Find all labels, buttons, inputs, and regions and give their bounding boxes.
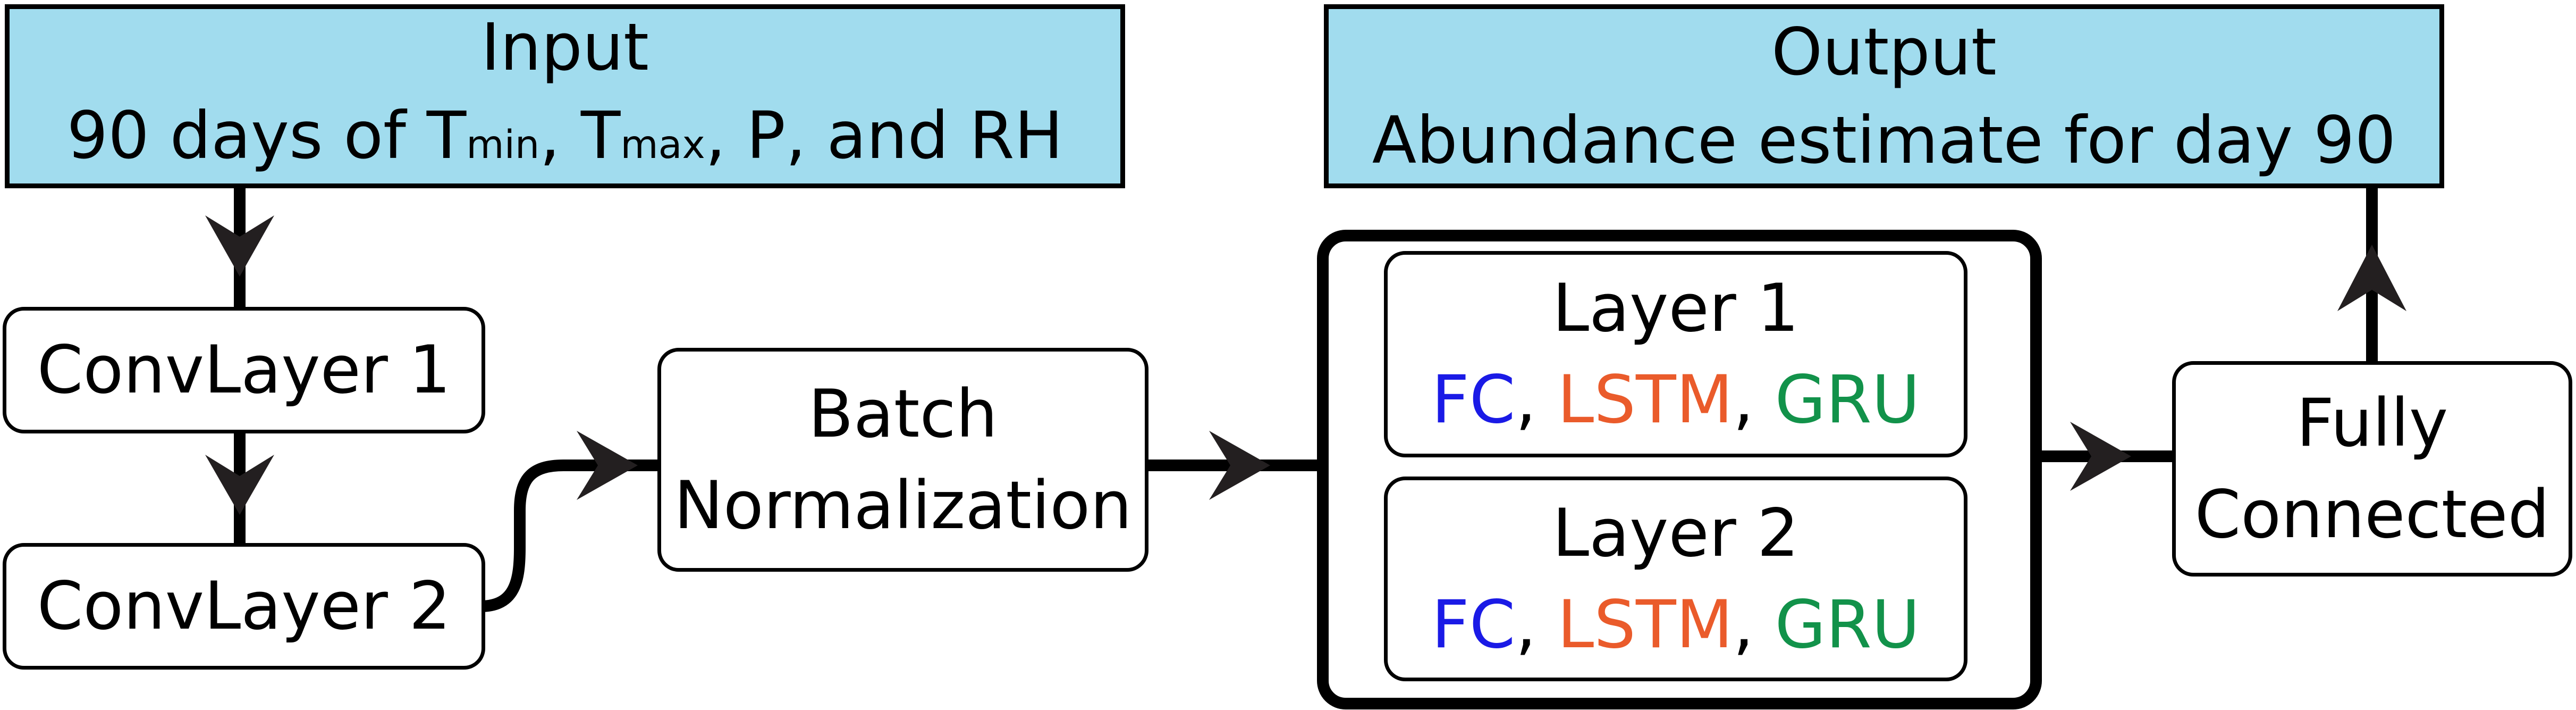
tmax-subscript: max	[620, 122, 705, 168]
layer-1-option-gru: GRU	[1775, 362, 1920, 438]
convlayer-1-box: ConvLayer 1	[3, 307, 485, 433]
layer-1-title: Layer 1	[1552, 270, 1800, 347]
convlayer-1-label: ConvLayer 1	[37, 332, 451, 408]
tmin-subscript: min	[466, 122, 540, 168]
arrowhead-right-icon	[1209, 431, 1270, 500]
separator: ,	[1515, 362, 1558, 438]
layer-1-box: Layer 1 FC, LSTM, GRU	[1384, 251, 1967, 457]
batchnorm-line-2: Normalization	[674, 467, 1132, 544]
arrowhead-up-icon	[2337, 245, 2406, 311]
layer-2-option-lstm: LSTM	[1557, 586, 1733, 663]
separator: ,	[1733, 586, 1775, 663]
arrowhead-right-icon	[2070, 422, 2131, 491]
output-box: Output Abundance estimate for day 90	[1324, 4, 2444, 188]
fully-connected-box: Fully Connected	[2172, 361, 2572, 577]
input-desc-prefix: 90 days of T	[66, 98, 467, 173]
input-title: Input	[481, 10, 649, 85]
layer-1-options: FC, LSTM, GRU	[1431, 354, 1920, 446]
recurrent-layers-container	[1317, 230, 2042, 709]
convlayer-2-box: ConvLayer 2	[3, 543, 485, 670]
layer-2-option-gru: GRU	[1775, 586, 1920, 663]
convlayer-2-label: ConvLayer 2	[37, 568, 451, 645]
layer-1-option-fc: FC	[1431, 362, 1516, 438]
output-description: Abundance estimate for day 90	[1372, 103, 2396, 178]
separator: ,	[1515, 586, 1558, 663]
input-description: 90 days of Tmin, Tmax, P, and RH	[67, 91, 1063, 189]
fully-connected-line-1: Fully	[2296, 385, 2448, 462]
separator: ,	[1733, 362, 1775, 438]
input-box: Input 90 days of Tmin, Tmax, P, and RH	[5, 4, 1125, 188]
arrowhead-down-icon	[205, 455, 274, 515]
output-title: Output	[1771, 14, 1997, 90]
arrowhead-down-icon	[205, 215, 274, 277]
layer-2-option-fc: FC	[1431, 586, 1516, 663]
layer-2-options: FC, LSTM, GRU	[1431, 579, 1920, 671]
connector-conv2-batchnorm	[480, 460, 659, 612]
input-desc-suffix: , P, and RH	[705, 98, 1063, 173]
layer-2-title: Layer 2	[1552, 495, 1800, 572]
batchnorm-line-1: Batch	[808, 375, 998, 453]
layer-2-box: Layer 2 FC, LSTM, GRU	[1384, 477, 1967, 681]
layer-1-option-lstm: LSTM	[1557, 362, 1733, 438]
input-desc-mid: , T	[539, 98, 621, 173]
batch-normalization-box: Batch Normalization	[657, 348, 1148, 572]
fully-connected-line-2: Connected	[2194, 476, 2550, 553]
arrowhead-right-icon	[577, 431, 638, 500]
